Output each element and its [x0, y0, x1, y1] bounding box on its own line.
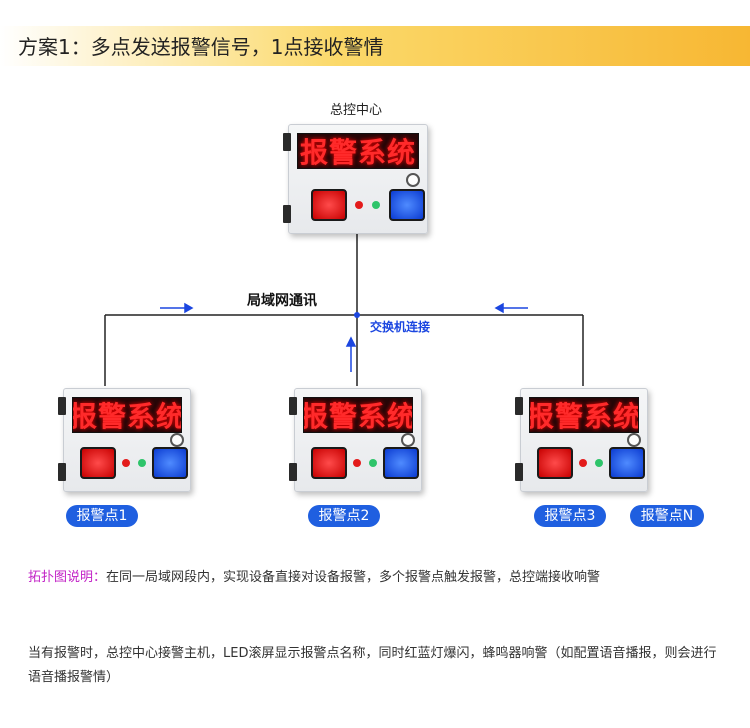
arrow-left-right — [494, 302, 528, 314]
hinge — [289, 397, 297, 415]
red-alarm-light — [311, 447, 347, 479]
red-indicator — [353, 459, 361, 467]
hinge — [515, 397, 523, 415]
green-indicator — [369, 459, 377, 467]
center-label: 总控中心 — [330, 103, 383, 118]
alarm-point-n-label: 报警点N — [630, 505, 704, 527]
arrow-up-center — [345, 336, 357, 372]
blue-alarm-light — [383, 447, 419, 479]
led-display: 报警系统 — [529, 397, 639, 433]
buzzer-icon — [627, 433, 641, 447]
hinge — [283, 205, 291, 223]
red-indicator — [579, 459, 587, 467]
blue-alarm-light — [152, 447, 188, 479]
page-title: 方案1：多点发送报警信号，1点接收警情 — [18, 35, 384, 59]
red-indicator — [122, 459, 130, 467]
hinge — [515, 463, 523, 481]
led-text: 报警系统 — [303, 400, 413, 433]
led-display: 报警系统 — [303, 397, 413, 433]
led-display: 报警系统 — [72, 397, 182, 433]
blue-alarm-light — [609, 447, 645, 479]
alarm-point-3-device: 报警系统 — [515, 388, 648, 492]
alarm-point-2-label: 报警点2 — [308, 505, 380, 527]
buzzer-icon — [170, 433, 184, 447]
alarm-point-3-label: 报警点3 — [534, 505, 606, 527]
alarm-point-2-device: 报警系统 — [289, 388, 422, 492]
led-text: 报警系统 — [72, 400, 182, 433]
led-text: 报警系统 — [529, 400, 639, 433]
red-alarm-light — [80, 447, 116, 479]
hinge — [289, 463, 297, 481]
led-display: 报警系统 — [297, 133, 419, 169]
hinge — [58, 463, 66, 481]
red-indicator — [355, 201, 363, 209]
description-line-1: 在同一局域网段内，实现设备直接对设备报警，多个报警点触发报警，总控端接收响警 — [106, 570, 601, 585]
switch-label: 交换机连接 — [370, 320, 431, 334]
green-indicator — [138, 459, 146, 467]
alarm-behavior-description: 当有报警时，总控中心接警主机，LED滚屏显示报警点名称，同时红蓝灯爆闪，蜂鸣器响… — [28, 642, 728, 690]
center-alarm-host: 报警系统 — [283, 124, 428, 234]
switch-node — [354, 312, 360, 318]
green-indicator — [595, 459, 603, 467]
hinge — [283, 133, 291, 151]
hinge — [58, 397, 66, 415]
buzzer-icon — [401, 433, 415, 447]
blue-alarm-light — [389, 189, 425, 221]
alarm-point-1-device: 报警系统 — [58, 388, 191, 492]
description-line-2: 当有报警时，总控中心接警主机，LED滚屏显示报警点名称，同时红蓝灯爆闪，蜂鸣器响… — [28, 646, 717, 685]
arrow-right-left — [160, 302, 194, 314]
buzzer-icon — [406, 173, 420, 187]
led-text: 报警系统 — [299, 136, 416, 169]
description-lead: 拓扑图说明： — [28, 570, 107, 585]
red-alarm-light — [311, 189, 347, 221]
alarm-point-1-label: 报警点1 — [66, 505, 138, 527]
red-alarm-light — [537, 447, 573, 479]
lan-label: 局域网通讯 — [247, 293, 317, 309]
header-banner: 方案1：多点发送报警信号，1点接收警情 — [0, 26, 750, 66]
topology-description: 拓扑图说明：在同一局域网段内，实现设备直接对设备报警，多个报警点触发报警，总控端… — [28, 566, 728, 590]
green-indicator — [372, 201, 380, 209]
